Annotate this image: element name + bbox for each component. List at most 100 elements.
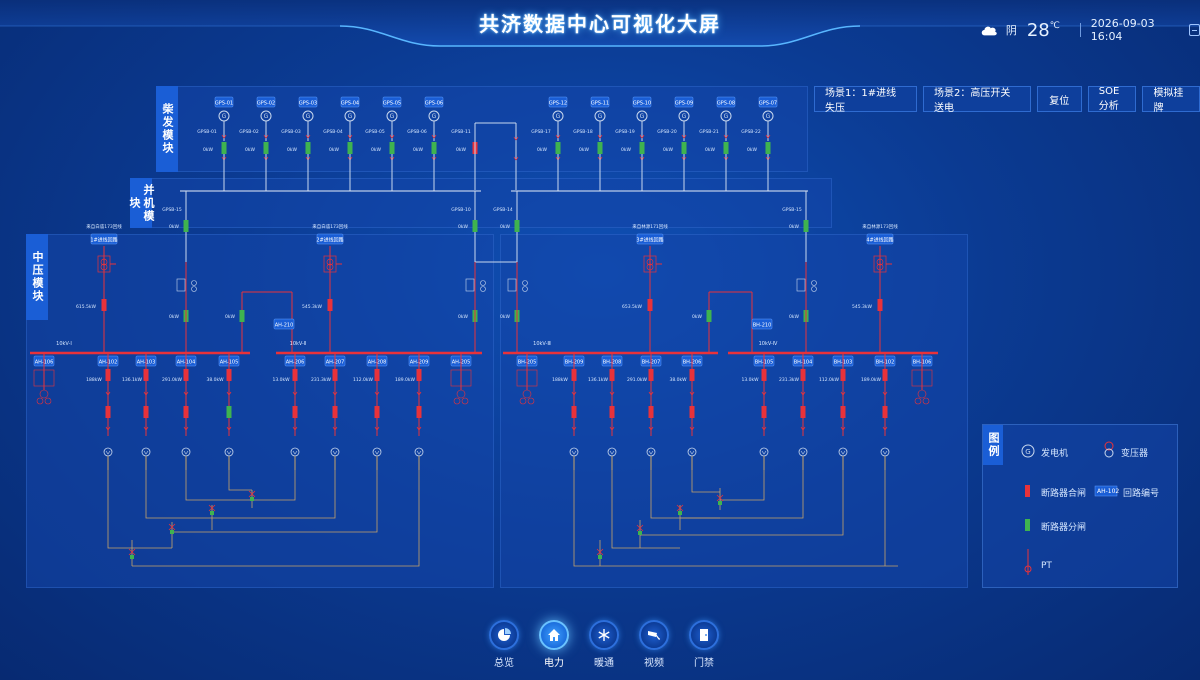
generator-power-label: 0kW <box>371 147 381 153</box>
feeder-breaker-icon <box>882 406 888 418</box>
generator-breaker-label: GPSB-22 <box>741 129 761 135</box>
nav-power[interactable]: 电力 <box>536 620 572 669</box>
feeder-transformer-icon-symbol <box>571 450 577 455</box>
feeder-disconnect-icon <box>374 391 380 396</box>
generator-breaker-icon <box>555 142 561 154</box>
incoming-breaker-icon <box>647 299 653 311</box>
generator-tag: GPS-05 <box>383 101 401 107</box>
lv-tie-wire <box>252 470 296 501</box>
feeder-pt-icon <box>453 397 461 405</box>
feeder-disconnect-icon <box>840 391 846 396</box>
generator-tag-box <box>632 96 652 108</box>
feeder-transformer-icon-symbol <box>143 450 149 455</box>
feeder-disconnect-icon <box>226 391 232 396</box>
nav-overview[interactable]: 总览 <box>486 620 522 669</box>
incoming-tag: 4#进线回路 <box>866 237 893 244</box>
feeder-transformer-icon <box>687 447 697 457</box>
parallel-breaker-label: GPSB-14 <box>493 207 513 213</box>
bus-tie-breaker-icon <box>239 310 245 322</box>
feeder-transformer-icon-symbol <box>882 450 888 455</box>
pt-icon <box>811 286 817 292</box>
feeder-disconnect-icon <box>761 391 767 396</box>
reset-button[interactable]: 复位 <box>1036 86 1082 112</box>
feeder-transformer-icon <box>880 447 890 457</box>
generator-icon-glyph: G <box>682 113 687 120</box>
nav-access[interactable]: 门禁 <box>686 620 722 669</box>
feeder-transformer-icon-symbol <box>183 450 189 455</box>
generator-power-label: 0kW <box>203 147 213 153</box>
bus-label: 10kV-Ⅳ <box>759 341 778 347</box>
scene2-button[interactable]: 场景2：高压开关送电 <box>922 86 1031 114</box>
lv-tie-wire <box>680 470 804 519</box>
bus-tie-breaker-icon <box>706 310 712 322</box>
feeder-pt-icon <box>922 397 930 405</box>
pt-power-label: 0kW <box>789 314 799 320</box>
bus-tie-tag-box <box>273 318 295 330</box>
temperature-value: 28 <box>1026 19 1050 41</box>
incoming-breaker-icon <box>327 299 333 311</box>
generator-power-label: 0kW <box>621 147 631 153</box>
feeder-power-label: 188kW <box>86 377 102 383</box>
bottom-nav: 总览 电力 暖通 视频 门禁 <box>486 620 722 669</box>
feeder-transformer-icon-symbol <box>332 450 338 455</box>
soe-analysis-button[interactable]: SOE分析 <box>1087 86 1137 112</box>
generator-tag: GPS-08 <box>717 101 735 107</box>
feeder-transformer-icon <box>103 447 113 457</box>
feeder-breaker-icon <box>416 369 422 381</box>
generator-disconnect-icon <box>389 134 395 139</box>
bus-label: 10kV-Ⅲ <box>533 341 551 347</box>
nav-video[interactable]: 视频 <box>636 620 672 669</box>
nav-access-label: 门禁 <box>694 658 714 669</box>
generator-tag-box <box>256 96 276 108</box>
feeder-disconnect-icon <box>105 426 111 431</box>
feeder-transformer-icon <box>290 447 300 457</box>
feeder-transformer-icon <box>414 447 424 457</box>
lv-tie-switch-icon <box>248 490 256 498</box>
snowflake-icon[interactable] <box>589 620 619 650</box>
bus-tie-power-label: 0kW <box>225 314 235 320</box>
pie-chart-icon[interactable] <box>489 620 519 650</box>
nav-hvac-label: 暖通 <box>594 658 614 669</box>
feeder-transformer-icon-symbol <box>609 450 615 455</box>
feeder-transformer-icon <box>330 447 340 457</box>
feeder-disconnect-icon <box>332 391 338 396</box>
pt-icon <box>480 286 486 292</box>
feeder-breaker-icon <box>571 369 577 381</box>
generator-tag: GPS-12 <box>549 101 567 107</box>
door-icon[interactable] <box>689 620 719 650</box>
nav-hvac[interactable]: 暖通 <box>586 620 622 669</box>
feeder-disconnect-icon <box>689 391 695 396</box>
generator-breaker-label: GPSB-21 <box>699 129 719 135</box>
incoming-source-label: 来自白庙173回线 <box>312 223 348 230</box>
home-icon[interactable] <box>539 620 569 650</box>
feeder-disconnect-icon <box>292 391 298 396</box>
feeder-transformer-icon <box>181 447 191 457</box>
pt-cabinet-icon <box>176 278 186 292</box>
feeder-power-label: 136.1kW <box>122 377 142 383</box>
scene-toolbar: 场景1：1#进线失压 场景2：高压开关送电 复位 SOE分析 模拟挂牌 <box>814 86 1200 114</box>
feeder-power-label: 231.3kW <box>779 377 799 383</box>
feeder-pt-icon <box>36 397 44 405</box>
generator-breaker-label: GPSB-19 <box>615 129 635 135</box>
camera-icon[interactable] <box>639 620 669 650</box>
temperature-unit: ℃ <box>1049 21 1060 31</box>
feeder-transformer-icon <box>224 447 234 457</box>
parallel-module-tag: 并机模块 <box>128 178 155 228</box>
feeder-breaker-icon <box>761 406 767 418</box>
generator-breaker-icon <box>681 142 687 154</box>
generation-module-tag: 柴发模块 <box>156 86 178 172</box>
generator-icon-glyph: G <box>390 113 395 120</box>
generator-tag: GPS-11 <box>591 101 609 107</box>
generator-tag-box <box>716 96 736 108</box>
lv-tie-wire <box>172 470 378 533</box>
svg-text:G: G <box>1025 448 1030 456</box>
simulate-tag-button[interactable]: 模拟挂牌 <box>1142 86 1200 114</box>
feeder-pt-icon <box>917 389 927 399</box>
generator-power-label: 0kW <box>329 147 339 153</box>
generator-icon-glyph: G <box>222 113 227 120</box>
generator-disconnect-icon <box>639 134 645 139</box>
generator-power-label: 0kW <box>747 147 757 153</box>
feeder-pt-icon <box>44 397 52 405</box>
generator-disconnect-icon <box>263 134 269 139</box>
scene1-button[interactable]: 场景1：1#进线失压 <box>814 86 917 114</box>
